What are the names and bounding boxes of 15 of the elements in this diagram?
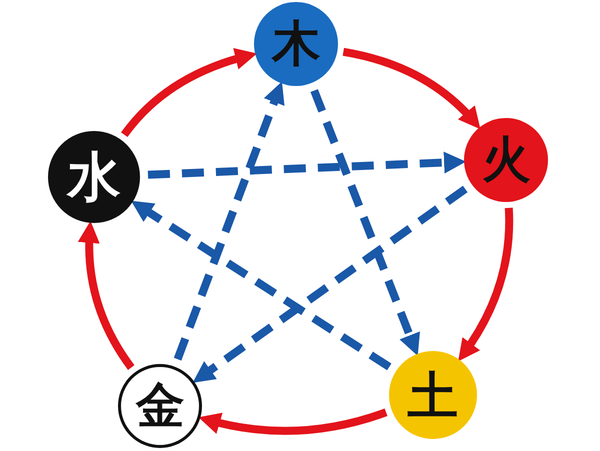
- arrow: [174, 81, 284, 361]
- arrow: [192, 186, 468, 383]
- element-character: 金: [136, 382, 184, 430]
- arrow: [148, 152, 466, 179]
- arrow: [131, 200, 392, 370]
- arrow: [342, 48, 481, 130]
- arrow: [78, 220, 134, 370]
- element-character: 土: [408, 370, 458, 420]
- arrow: [310, 89, 420, 356]
- element-character: 木: [272, 20, 320, 68]
- element-character: 水: [68, 150, 120, 204]
- arrow: [198, 408, 388, 435]
- arrow: [121, 48, 258, 138]
- arrow: [458, 208, 514, 362]
- element-character: 火: [482, 136, 530, 184]
